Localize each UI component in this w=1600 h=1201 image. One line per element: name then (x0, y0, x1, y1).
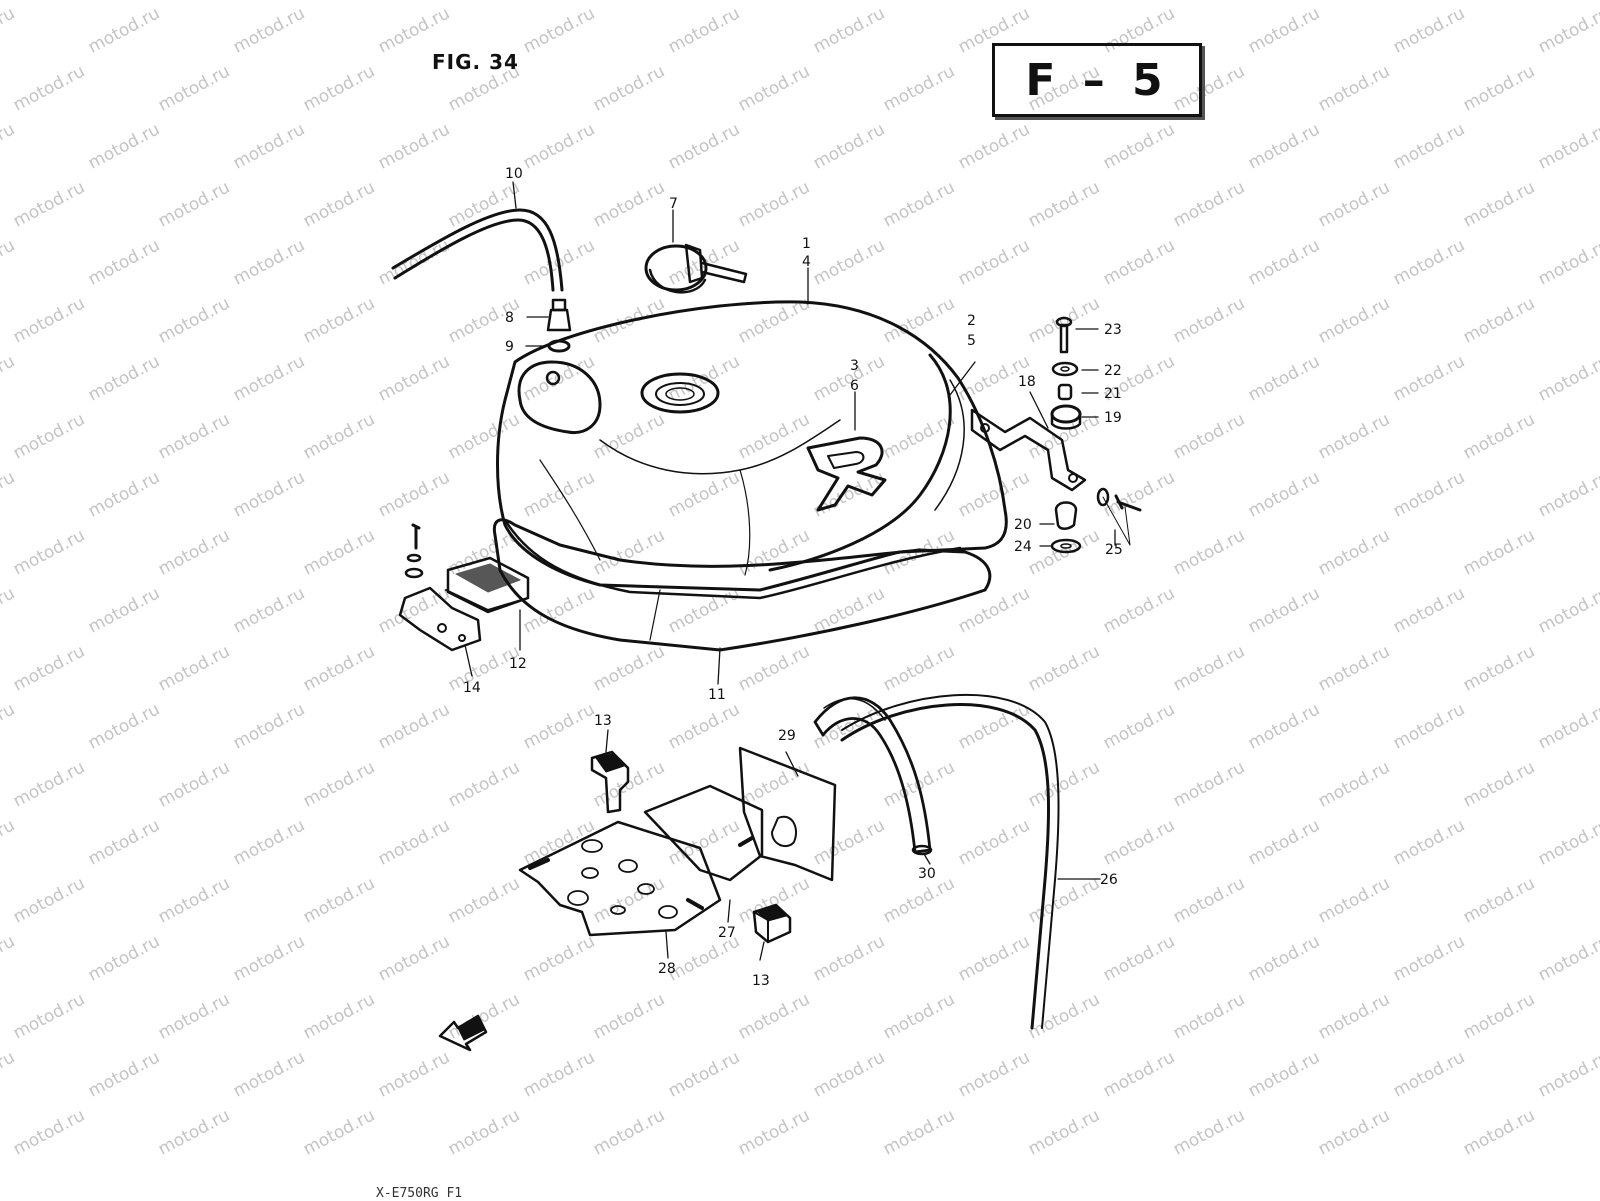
callout-22: 22 (1104, 363, 1122, 379)
callout-5: 5 (967, 333, 976, 349)
section-code-box: F – 5 (992, 43, 1202, 117)
callout-3: 3 (850, 358, 859, 374)
mounting-bracket-front (398, 586, 482, 652)
callout-26: 26 (1100, 872, 1118, 888)
callout-numbers: 1 4 2 5 3 6 7 8 9 10 11 12 13 13 14 18 1… (463, 166, 1123, 989)
heat-shield-panel (738, 746, 837, 882)
callout-30: 30 (918, 866, 936, 882)
callout-24: 24 (1014, 539, 1032, 555)
callout-8: 8 (505, 310, 514, 326)
callout-9: 9 (505, 339, 514, 355)
callout-13-upper: 13 (594, 713, 612, 729)
callout-18: 18 (1018, 374, 1036, 390)
callout-6: 6 (850, 378, 859, 394)
callout-27: 27 (718, 925, 736, 941)
hose-fitting (546, 298, 572, 332)
callout-1: 1 (802, 236, 811, 252)
callout-12: 12 (509, 656, 527, 672)
callout-20: 20 (1014, 517, 1032, 533)
section-code: F – 5 (1025, 54, 1169, 106)
callout-19: 19 (1104, 410, 1122, 426)
rear-hardware-stack (1050, 316, 1142, 554)
callout-10: 10 (505, 166, 523, 182)
callout-4: 4 (802, 254, 811, 270)
front-direction-arrow (438, 1014, 488, 1052)
figure-title: FIG. 34 (432, 50, 519, 74)
heat-insulator-plate (518, 820, 722, 937)
fuel-tank (496, 300, 1008, 641)
callout-11: 11 (708, 687, 726, 703)
callout-21: 21 (1104, 386, 1122, 402)
callout-2: 2 (967, 313, 976, 329)
callout-29: 29 (778, 728, 796, 744)
callout-28: 28 (658, 961, 676, 977)
clip-upper (590, 750, 630, 814)
hose-guard (813, 696, 933, 856)
front-fastener-stack (404, 523, 424, 579)
clip-lower (752, 903, 792, 944)
callout-7: 7 (669, 196, 678, 212)
leader-lines (464, 181, 1116, 961)
fuel-cap (644, 243, 748, 294)
footer-code: X-E750RG F1 (376, 1186, 463, 1201)
breather-hose (391, 208, 564, 292)
rear-mounting-bracket (970, 408, 1087, 492)
rubber-cushion (445, 556, 530, 614)
tank-seal (492, 518, 992, 652)
fitting-washer (547, 339, 571, 353)
callout-23: 23 (1104, 322, 1122, 338)
callout-13-lower: 13 (752, 973, 770, 989)
heat-insulator-upper (643, 784, 764, 882)
callout-25: 25 (1105, 542, 1123, 558)
drain-hose (840, 703, 1051, 1030)
callout-14: 14 (463, 680, 481, 696)
